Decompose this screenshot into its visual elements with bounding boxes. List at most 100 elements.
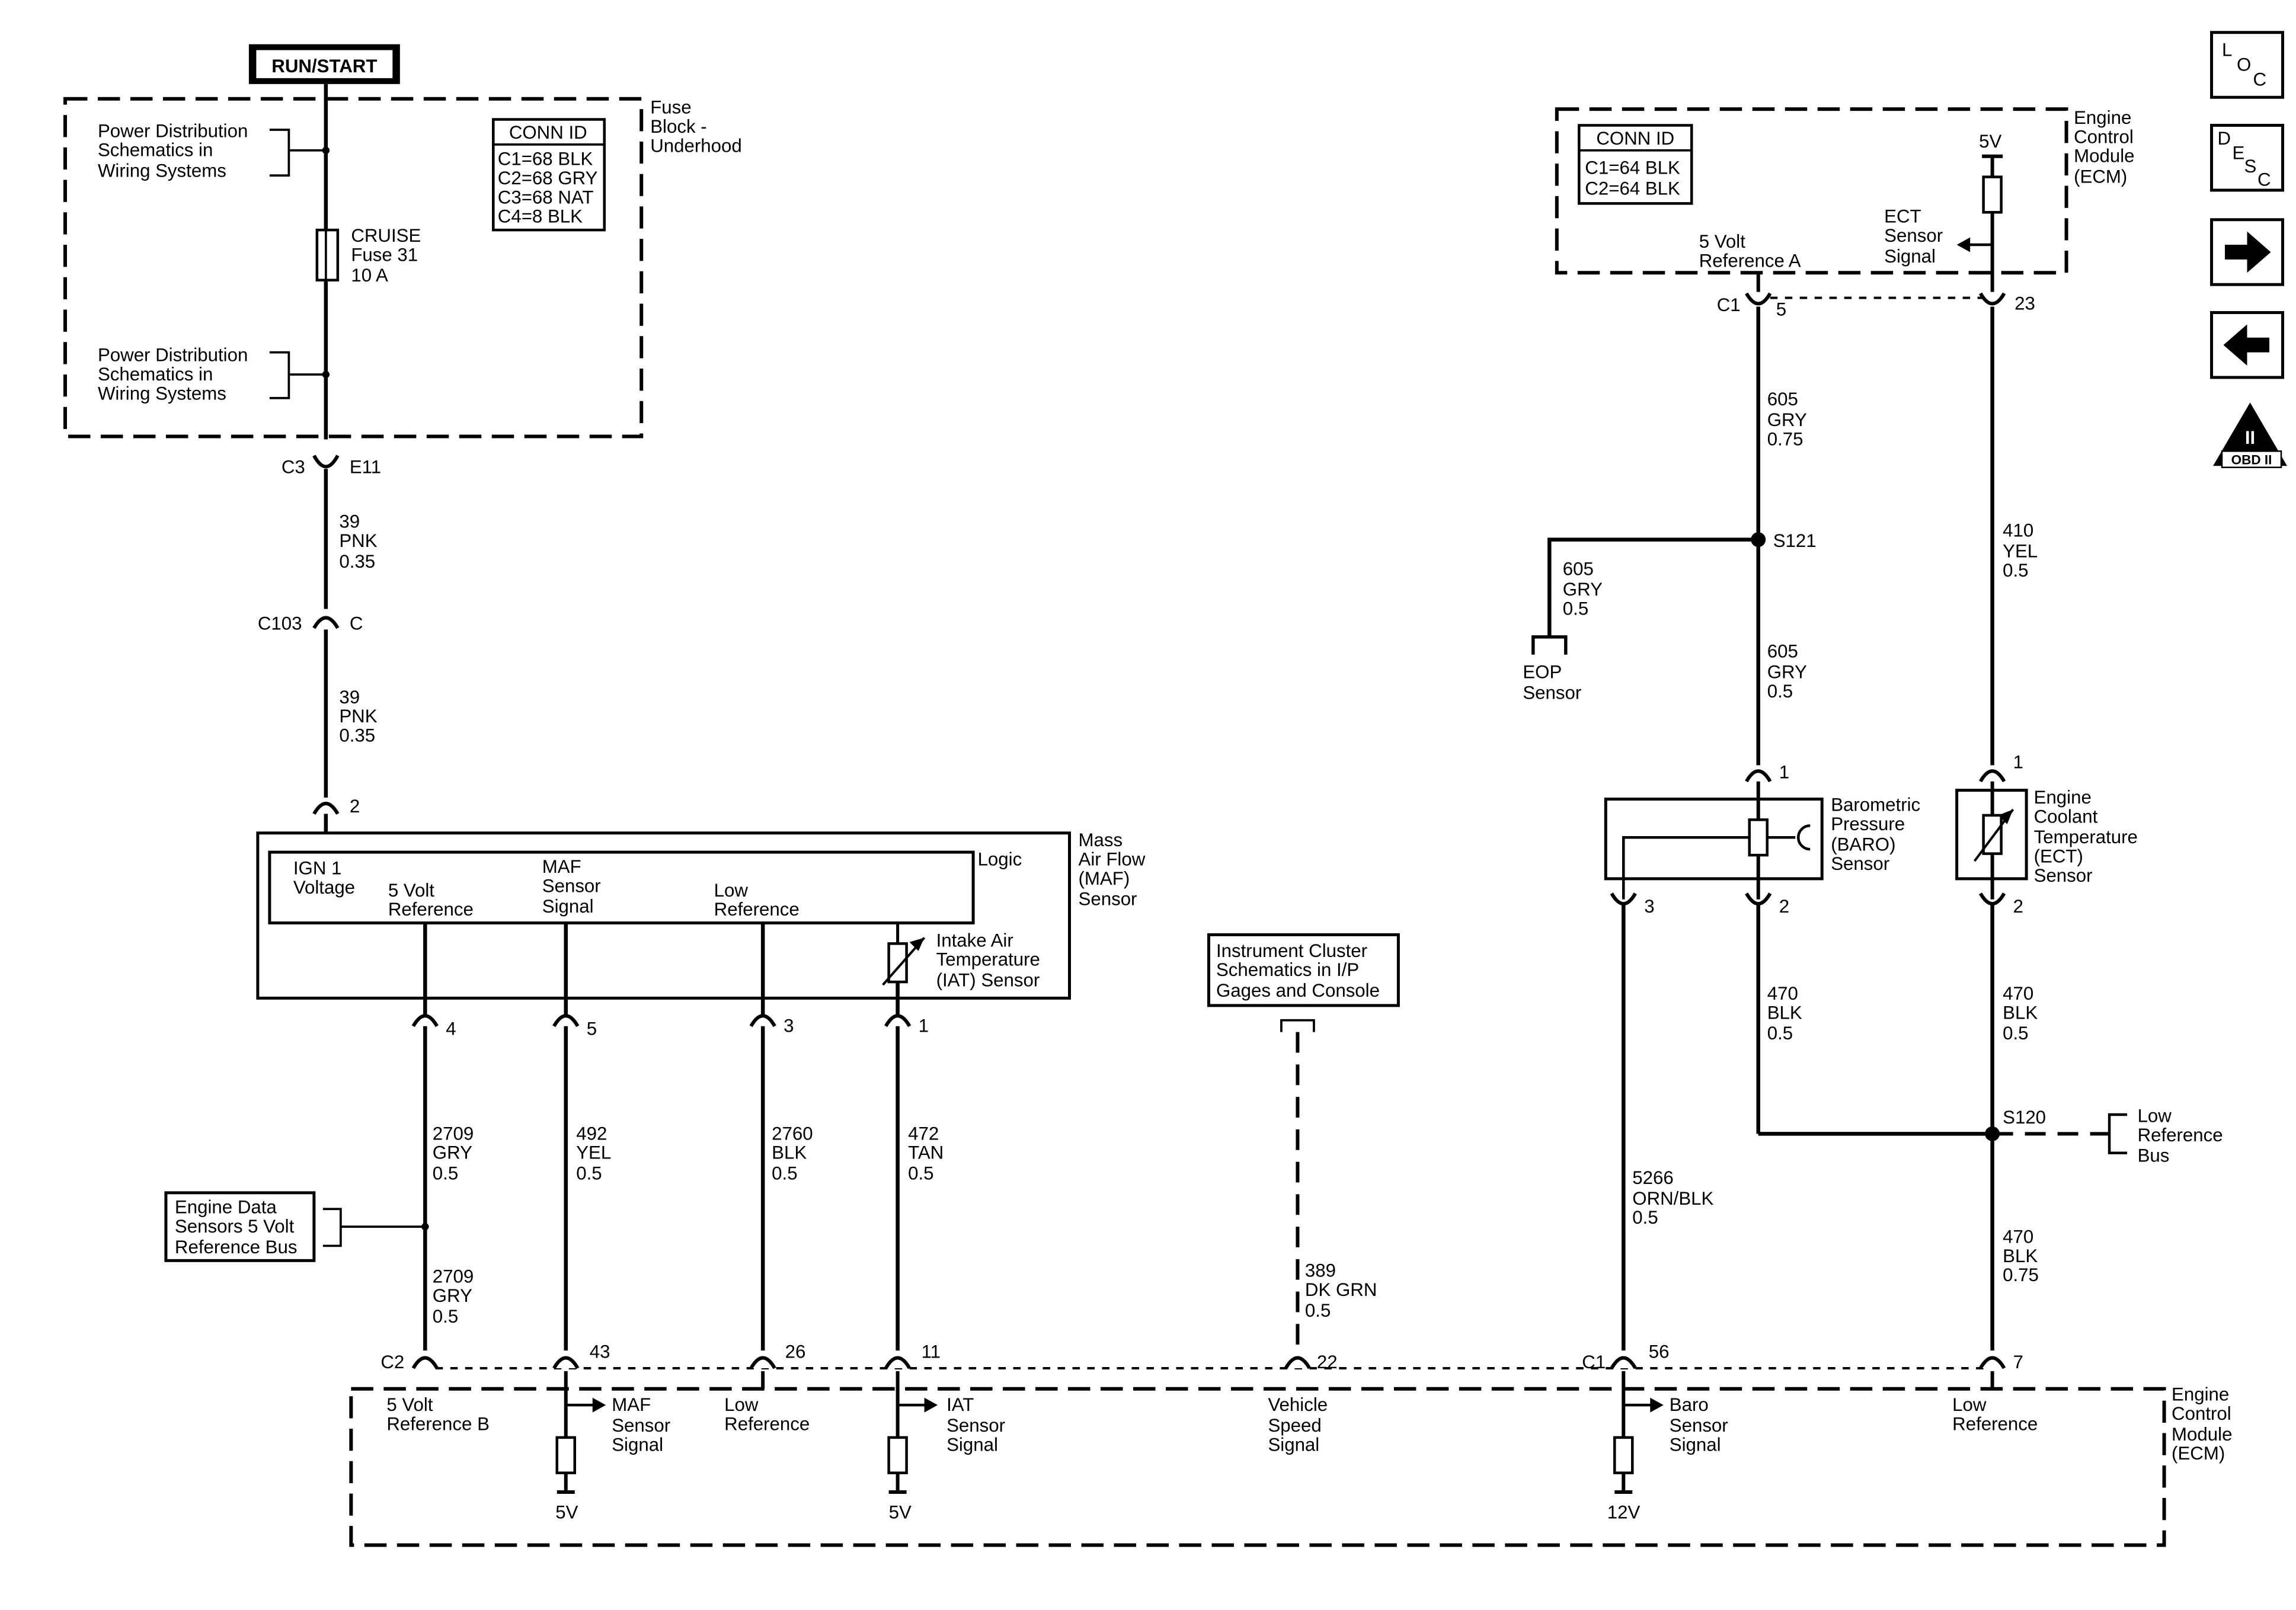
wire-470-blk-ect: 470 BLK 0.5 (2003, 983, 2038, 1044)
svg-text:C2=64 BLK: C2=64 BLK (1585, 178, 1680, 199)
svg-text:5 Volt: 5 Volt (1699, 231, 1745, 252)
svg-text:22: 22 (1317, 1352, 1338, 1372)
low-reference-bus[interactable]: Low Reference Bus (2138, 1106, 2223, 1166)
maf-sensor: Mass Air Flow (MAF) Sensor Logic IGN 1 V… (256, 830, 1146, 1000)
svg-text:23: 23 (2014, 293, 2035, 314)
svg-text:Sensor: Sensor (946, 1415, 1005, 1436)
svg-text:(IAT) Sensor: (IAT) Sensor (936, 970, 1040, 991)
ecm-5v-reference-b: 5 Volt Reference B (386, 1394, 490, 1434)
svg-text:(MAF): (MAF) (1079, 868, 1130, 889)
svg-text:II: II (2245, 427, 2255, 448)
svg-text:Baro: Baro (1670, 1394, 1709, 1415)
wire-5266-orn-blk: 5266 ORN/BLK 0.5 (1632, 1167, 1713, 1228)
forward-arrow-icon[interactable] (2210, 218, 2285, 286)
svg-text:Bus: Bus (2138, 1145, 2170, 1166)
svg-text:C: C (350, 613, 363, 633)
instrument-cluster-ref[interactable]: Instrument Cluster Schematics in I/P Gag… (1207, 933, 1400, 1351)
wire-605-gry-lower: 605 GRY 0.5 (1767, 641, 1807, 702)
power-distribution-ref-2[interactable]: Power Distribution Schematics in Wiring … (98, 345, 330, 404)
svg-text:0.5: 0.5 (1767, 1023, 1793, 1044)
ecm-top-conn-id: CONN ID C1=64 BLK C2=64 BLK (1578, 124, 1693, 205)
svg-text:Barometric: Barometric (1831, 795, 1920, 815)
svg-text:D: D (2218, 128, 2231, 149)
svg-text:L: L (2222, 40, 2232, 60)
svg-text:ECT: ECT (1884, 206, 1921, 227)
svg-text:S121: S121 (1773, 530, 1817, 551)
svg-text:Pressure: Pressure (1831, 814, 1905, 834)
connector-c3-e11: C3 E11 (282, 454, 381, 478)
wire-492-yel: 492 YEL 0.5 (576, 1123, 611, 1183)
svg-text:Signal: Signal (542, 896, 594, 917)
svg-text:Low: Low (1952, 1394, 1987, 1415)
right-wires (1531, 306, 1994, 766)
svg-text:0.5: 0.5 (2003, 560, 2028, 581)
svg-text:1: 1 (2013, 751, 2023, 772)
svg-text:BLK: BLK (772, 1142, 807, 1163)
svg-text:2: 2 (2013, 896, 2023, 917)
ecm-iat-sensor-signal: 5V IAT Sensor Signal (887, 1371, 1005, 1523)
ecm-vehicle-speed-signal: Vehicle Speed Signal (1268, 1394, 1328, 1455)
svg-text:Sensors 5 Volt: Sensors 5 Volt (175, 1216, 295, 1237)
svg-text:Module: Module (2172, 1424, 2232, 1445)
svg-text:Underhood: Underhood (650, 135, 742, 156)
svg-text:Sensor: Sensor (1523, 682, 1581, 703)
svg-text:Temperature: Temperature (2034, 827, 2138, 847)
svg-text:DK GRN: DK GRN (1305, 1279, 1377, 1300)
connector-c103: C103 C (258, 613, 363, 633)
ecm-ect-pullup: 5V ECT Sensor Signal (1884, 131, 2003, 292)
wire-2709-gry-upper: 2709 GRY 0.5 (433, 1123, 474, 1183)
svg-text:43: 43 (590, 1342, 610, 1362)
wire-472-tan: 472 TAN 0.5 (908, 1123, 944, 1183)
svg-text:YEL: YEL (2003, 541, 2038, 562)
svg-text:1: 1 (919, 1016, 929, 1036)
svg-text:C2: C2 (380, 1352, 404, 1372)
svg-text:Block -: Block - (650, 116, 706, 137)
svg-text:Signal: Signal (1268, 1434, 1319, 1455)
ecm-bottom-title: Engine Control Module (ECM) (2172, 1384, 2232, 1464)
svg-text:Vehicle: Vehicle (1268, 1394, 1328, 1415)
wire-389-dk-grn: 389 DK GRN 0.5 (1305, 1260, 1377, 1321)
svg-text:2709: 2709 (433, 1266, 474, 1287)
svg-text:TAN: TAN (908, 1142, 944, 1163)
svg-text:39: 39 (339, 687, 360, 708)
svg-text:0.5: 0.5 (1305, 1300, 1331, 1321)
ecm-low-reference-2: Low Reference (1952, 1371, 2038, 1434)
engine-data-sensors-bus[interactable]: Engine Data Sensors 5 Volt Reference Bus (164, 1191, 429, 1262)
svg-text:Sensor: Sensor (1670, 1415, 1728, 1436)
svg-text:5 Volt: 5 Volt (388, 880, 434, 901)
svg-text:E: E (2233, 143, 2245, 164)
svg-text:Reference Bus: Reference Bus (175, 1237, 298, 1257)
svg-text:Mass: Mass (1079, 830, 1123, 850)
back-arrow-icon[interactable] (2210, 311, 2285, 379)
svg-text:Logic: Logic (978, 849, 1022, 870)
svg-text:Air Flow: Air Flow (1079, 849, 1146, 870)
svg-text:C1: C1 (1717, 295, 1741, 315)
ecm-top (1555, 107, 2068, 275)
svg-text:Sensor: Sensor (542, 875, 601, 896)
ect-sensor: 1 Engine Coolant Temperature (ECT) Senso… (1955, 751, 2138, 917)
svg-text:BLK: BLK (2003, 1246, 2038, 1266)
svg-text:C4=8 BLK: C4=8 BLK (498, 206, 583, 227)
svg-text:0.35: 0.35 (339, 551, 375, 572)
loc-icon[interactable]: L O C (2210, 31, 2285, 99)
desc-icon[interactable]: D E S C (2210, 124, 2285, 192)
svg-text:YEL: YEL (576, 1142, 611, 1163)
svg-text:Reference: Reference (714, 899, 800, 920)
baro-sensor: 1 Barometric Pressure (BARO) Sensor 3 2 (1604, 762, 1920, 917)
svg-text:605: 605 (1767, 389, 1798, 409)
svg-text:470: 470 (2003, 1227, 2033, 1247)
eop-sensor: EOP Sensor (1523, 662, 1581, 703)
svg-text:0.5: 0.5 (1563, 598, 1588, 619)
svg-text:0.5: 0.5 (1767, 681, 1793, 702)
svg-text:Signal: Signal (1884, 246, 1936, 267)
power-distribution-ref-1[interactable]: Power Distribution Schematics in Wiring … (98, 120, 330, 181)
svg-text:39: 39 (339, 511, 360, 532)
obd-ii-icon[interactable]: II OBD II (2213, 402, 2288, 468)
svg-text:2: 2 (350, 796, 360, 817)
svg-text:Coolant: Coolant (2034, 806, 2098, 827)
svg-text:0.5: 0.5 (2003, 1023, 2028, 1044)
svg-text:S: S (2244, 156, 2257, 177)
svg-text:389: 389 (1305, 1260, 1336, 1281)
svg-text:C103: C103 (258, 613, 302, 633)
wire-39-pnk-upper: 39 PNK 0.35 (339, 511, 377, 572)
